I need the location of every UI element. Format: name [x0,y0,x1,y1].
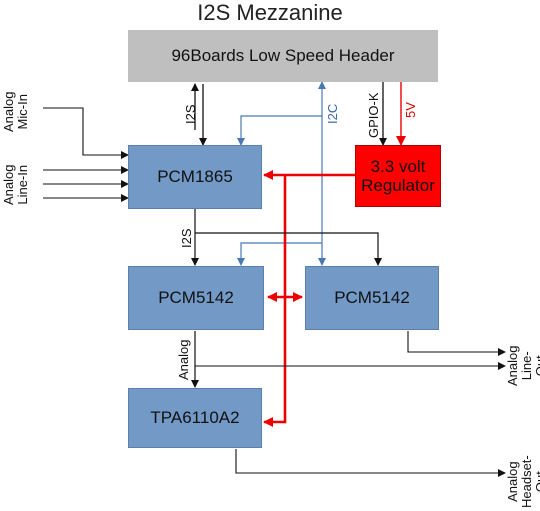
tpa6110a2-block: TPA6110A2 [128,388,262,448]
diagram-title: I2S Mezzanine [197,0,343,25]
i2s-dac-links [191,209,382,266]
line-out-label: Analog Line-Out [505,345,540,386]
pcm5142-right-block: PCM5142 [305,266,439,330]
analog-outputs [195,331,506,477]
i2c-label: I2C [325,103,340,124]
i2s-header-link [191,83,207,146]
pcm5142-left-block: PCM5142 [128,266,264,330]
regulator-block: 3.3 volt Regulator [355,145,441,207]
gpio-label: GPIO-K [366,92,381,138]
i2s-mid-label: I2S [179,228,194,248]
headset-out-label: Analog Headset-Out [505,455,540,508]
i2s-top-label: I2S [183,104,198,124]
line-in-label: Analog Line-In [1,164,30,205]
fivev-label: 5V [403,102,418,118]
analog-mid-label: Analog [176,339,191,380]
power-distribution [263,170,355,427]
pcm1865-block: PCM1865 [128,145,262,209]
low-speed-header-block: 96Boards Low Speed Header [128,30,438,82]
regulator-label-2: Regulator [361,176,435,195]
mic-in-label: Analog Mic-In [1,91,30,132]
analog-inputs [43,107,129,202]
regulator-label-1: 3.3 volt [370,157,426,176]
